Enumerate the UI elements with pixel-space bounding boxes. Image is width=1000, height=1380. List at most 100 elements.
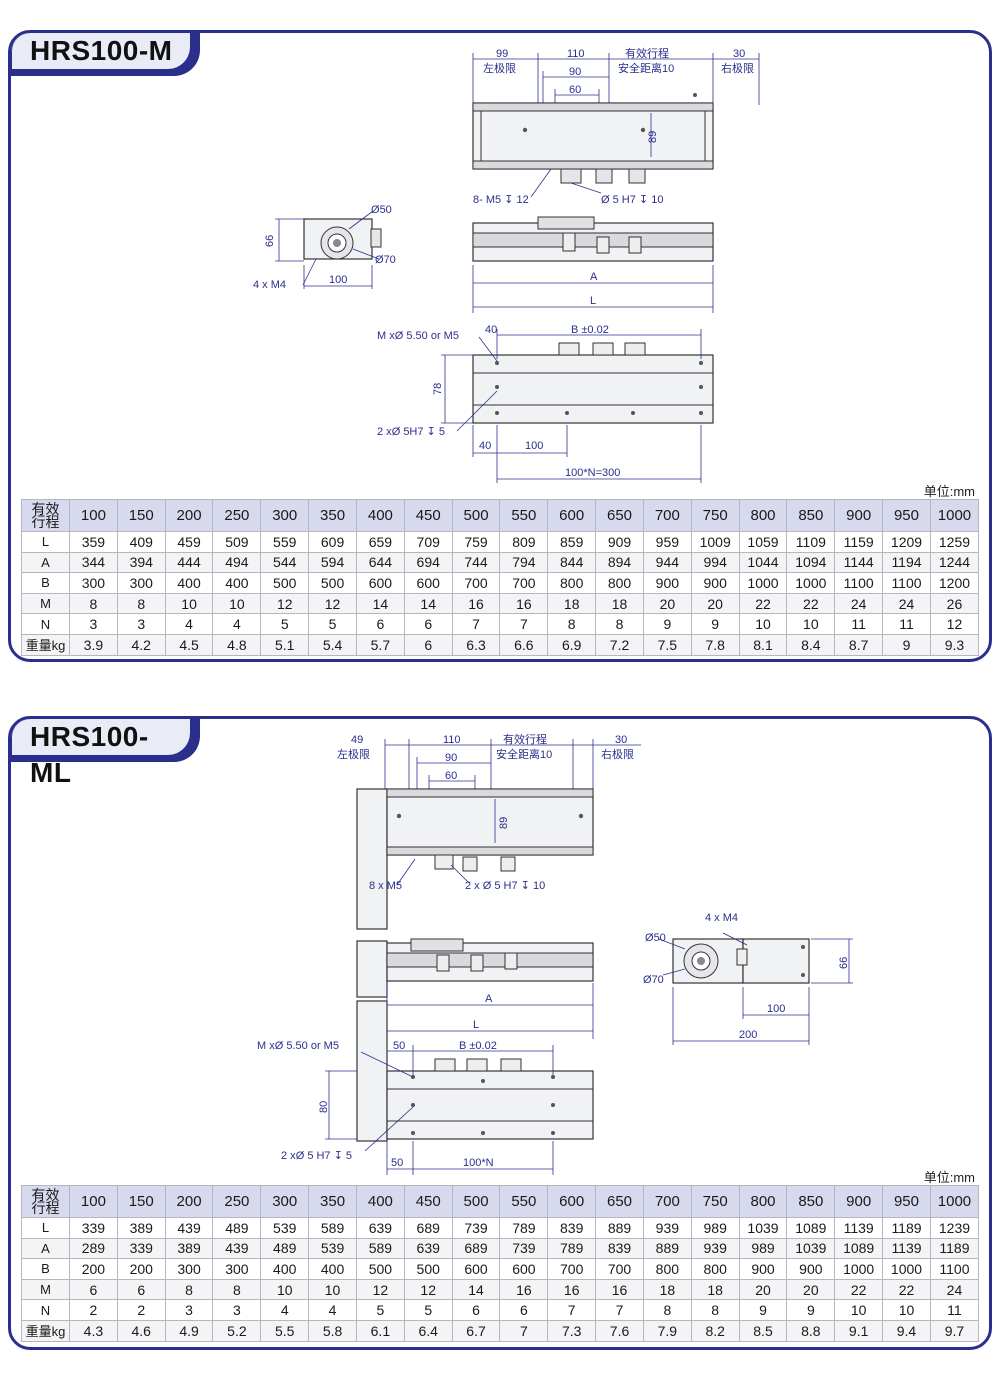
- table-cell: 589: [355, 1237, 405, 1260]
- table-cell: 639: [355, 1217, 405, 1239]
- table-cell: 300: [212, 1258, 262, 1280]
- table-cell: 6.9: [547, 633, 597, 656]
- dim-50-top: 50: [393, 1040, 405, 1052]
- table-cell: 444: [164, 551, 214, 574]
- table-cell: 1039: [738, 1217, 788, 1239]
- spec-table-ml: 有效 行程 100 150 200 250 300 350 400 450 50…: [21, 1185, 980, 1342]
- spec-col: 300: [260, 1185, 310, 1218]
- table-cell: 809: [499, 531, 549, 553]
- dim-110: 110: [567, 48, 585, 60]
- top-dimensions: 99 左极限 110 90 60 有效行程 安全距离10 30 右极限: [472, 46, 760, 105]
- table-cell: 600: [403, 572, 453, 594]
- table-cell: 359: [69, 531, 118, 553]
- spec-col: 400: [355, 1185, 405, 1218]
- dim-90: 90: [569, 66, 581, 78]
- end-view: 66 Ø50 Ø70 100 4 x M4: [253, 204, 396, 291]
- table-cell: 14: [403, 592, 453, 615]
- table-cell: 16: [451, 592, 501, 615]
- table-cell: 4.3: [69, 1319, 118, 1342]
- table-cell: 909: [595, 531, 644, 553]
- table-cell: 9: [882, 633, 931, 656]
- table-cell: 10: [786, 613, 836, 635]
- table-cell: 4.2: [116, 633, 166, 656]
- section-title: HRS100-M: [12, 33, 190, 69]
- spec-col: 500: [451, 1185, 501, 1218]
- spec-col: 600: [547, 499, 597, 532]
- table-cell: 6: [355, 613, 405, 635]
- spec-col: 900: [834, 499, 884, 532]
- spec-col: 1000: [929, 1185, 980, 1218]
- table-cell: 400: [164, 572, 214, 594]
- dim-b-tol: B ±0.02: [571, 324, 609, 336]
- table-cell: 3.9: [69, 633, 118, 656]
- table-cell: 2: [69, 1299, 118, 1321]
- table-cell: 1094: [786, 551, 836, 574]
- table-cell: 6: [69, 1278, 118, 1301]
- table-cell: 844: [547, 551, 597, 574]
- table-cell: 24: [882, 592, 931, 615]
- table-cell: 900: [786, 1258, 836, 1280]
- spec-col: 200: [164, 499, 214, 532]
- row-label: M: [21, 1278, 70, 1301]
- table-cell: 4: [164, 613, 214, 635]
- table-cell: 759: [451, 531, 501, 553]
- table-cell: 8.1: [738, 633, 788, 656]
- table-cell: 489: [212, 1217, 262, 1239]
- spec-table-m: 有效 行程 100 150 200 250 300 350 400 450 50…: [21, 499, 980, 656]
- table-cell: 5.2: [212, 1319, 262, 1342]
- dim-top-right-sub: 右极限: [721, 61, 754, 75]
- table-cell: 1000: [786, 572, 836, 594]
- dim-100n: 100*N: [463, 1157, 494, 1169]
- spec-col: 400: [355, 499, 405, 532]
- section-hrs100-ml: HRS100-ML 49 左极限 110 90 60 有效行程 安全距离10 3…: [8, 716, 992, 1350]
- table-cell: 8: [595, 613, 644, 635]
- table-cell: 22: [786, 592, 836, 615]
- table-cell: 900: [738, 1258, 788, 1280]
- dim-mounting: M xØ 5.50 or M5: [377, 330, 459, 342]
- table-cell: 7.6: [595, 1319, 644, 1342]
- end-view: 66 4 x M4 Ø50 Ø70 100 200: [643, 912, 853, 1045]
- table-cell: 1200: [929, 572, 980, 594]
- dim-66: 66: [264, 235, 276, 247]
- spec-col: 900: [834, 1185, 884, 1218]
- table-cell: 11: [882, 613, 931, 635]
- spec-col: 100: [69, 499, 118, 532]
- dim-60: 60: [445, 770, 457, 782]
- table-cell: 7: [499, 1319, 549, 1342]
- side-view: A L: [356, 938, 594, 1039]
- spec-header-label: 有效 行程: [21, 1185, 70, 1218]
- table-cell: 1089: [834, 1237, 884, 1260]
- table-cell: 339: [116, 1237, 166, 1260]
- table-cell: 1009: [690, 531, 740, 553]
- spec-col: 550: [499, 1185, 549, 1218]
- dim-4-m4: 4 x M4: [705, 912, 738, 924]
- row-label: A: [21, 1237, 70, 1260]
- table-cell: 8: [547, 613, 597, 635]
- table-cell: 1209: [882, 531, 931, 553]
- spec-col: 100: [69, 1185, 118, 1218]
- dim-stroke-sub: 安全距离10: [496, 747, 552, 761]
- dim-a: A: [590, 271, 598, 283]
- table-cell: 500: [260, 572, 310, 594]
- table-cell: 459: [164, 531, 214, 553]
- table-cell: 3: [116, 613, 166, 635]
- spec-col: 200: [164, 1185, 214, 1218]
- table-cell: 4.5: [164, 633, 214, 656]
- dim-8-m5: 8 x M5: [369, 880, 402, 892]
- table-cell: 12: [929, 613, 980, 635]
- row-label: 重量kg: [21, 1319, 70, 1342]
- table-cell: 5.5: [260, 1319, 310, 1342]
- spec-col: 350: [308, 499, 357, 532]
- table-cell: 4: [260, 1299, 310, 1321]
- table-cell: 10: [834, 1299, 884, 1321]
- table-cell: 9: [642, 613, 692, 635]
- table-cell: 5: [355, 1299, 405, 1321]
- table-cell: 12: [260, 592, 310, 615]
- table-cell: 6: [403, 613, 453, 635]
- table-cell: 11: [834, 613, 884, 635]
- table-cell: 1044: [738, 551, 788, 574]
- table-cell: 7.8: [690, 633, 740, 656]
